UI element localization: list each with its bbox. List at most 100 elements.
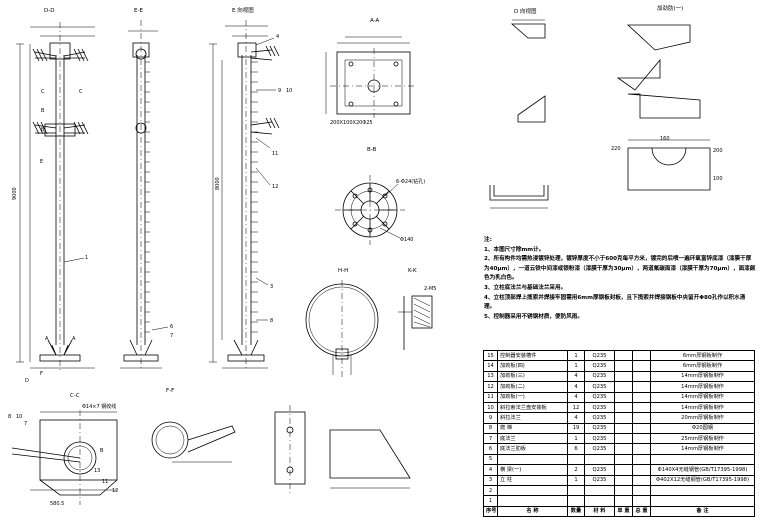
bb-bolt-label: 6-Φ24(钻孔)	[396, 178, 425, 185]
bom-cell	[632, 453, 651, 466]
section-cc: C-C 8 10 7 Φ14×7 钢绞线 13 11 12 B 580.5	[8, 393, 118, 507]
cc-title: C-C	[70, 393, 80, 399]
bom-cell: 19	[567, 422, 585, 435]
bom-cell	[632, 381, 651, 393]
bom-cell	[584, 495, 615, 507]
bom-cell	[650, 495, 755, 507]
bom-row: 1	[483, 495, 755, 507]
bom-cell	[632, 432, 651, 445]
bom-cell: 4	[567, 370, 585, 383]
bom-cell: 14mm厚钢板制作	[650, 381, 755, 393]
bom-cell	[497, 495, 568, 507]
bom-cell: 横 梁(一)	[497, 464, 568, 476]
bom-cell: Q235	[584, 381, 615, 393]
bom-cell: 5	[483, 453, 498, 466]
bom-cell: 加劲板(一)	[497, 391, 568, 403]
ff-title: F-F	[166, 388, 174, 394]
bom-cell: Q235	[584, 349, 615, 362]
d-title: D 向视图	[514, 7, 537, 15]
callout-c: C	[41, 89, 45, 95]
bom-header-cell: 数量	[567, 505, 585, 518]
detail-d: D 向视图 加劲肋(一) 220 160 200 100	[489, 4, 723, 209]
callout-c2: C	[79, 89, 83, 95]
bom-cell	[632, 464, 651, 476]
elev-view-title: E 向视图	[232, 6, 254, 14]
d2-title: 加劲肋(一)	[657, 4, 683, 12]
elev-callout-8: 8	[270, 318, 273, 324]
bb-title: B-B	[367, 147, 377, 153]
bom-cell	[632, 474, 651, 486]
front-view-title: D-D	[44, 8, 54, 14]
note-2: 2、所有构件均需热浸镀锌处理，镀锌厚度不小于600克每平方米，镀完的后喷一遍环氧…	[484, 256, 756, 282]
callout-1: 1	[85, 255, 88, 261]
bom-cell: Q235	[584, 360, 615, 372]
side-callout-7: 7	[170, 333, 173, 339]
bom-cell: 加劲板(四)	[497, 360, 568, 372]
bom-cell: 6mm厚钢板制作	[650, 360, 755, 372]
bom-cell: 4	[567, 412, 585, 424]
bom-cell: Q235	[584, 412, 615, 424]
bom-cell	[632, 495, 651, 507]
bom-cell	[614, 484, 633, 497]
cc-dim: 580.5	[50, 501, 64, 507]
bom-cell: 1	[567, 360, 585, 372]
bom-cell	[614, 443, 633, 455]
callout-b: B	[41, 108, 45, 114]
bom-cell	[614, 432, 633, 445]
bom-cell: 加劲板(二)	[497, 381, 568, 393]
bom-cell: 10	[483, 401, 498, 414]
cc-callout-10: 10	[16, 414, 22, 420]
bom-cell: Q235	[584, 432, 615, 445]
note-4: 4、立柱顶部焊上揽索并焊接牢固需用6mm厚钢板封板，且下揽索并焊接钢板中央留开Φ…	[484, 294, 746, 311]
bom-cell	[497, 453, 568, 466]
section-aa: A-A 200X100X20Φ25	[325, 18, 415, 126]
section-kk: K-K 2-M5	[398, 268, 436, 350]
bom-cell	[614, 360, 633, 372]
bom-cell: 6	[483, 443, 498, 455]
elev-height-dim: 8000	[215, 177, 221, 190]
bom-cell: Q235	[584, 443, 615, 455]
bb-dim: Φ140	[400, 237, 413, 243]
bom-cell: Φ402X12无缝钢管(GB/T17395-1998)	[650, 474, 755, 486]
bom-cell	[614, 412, 633, 424]
bom-cell	[632, 484, 651, 497]
bom-cell: 4	[567, 391, 585, 403]
bom-cell: 9	[483, 412, 498, 424]
bom-cell	[632, 391, 651, 403]
elev-callout-4: 4	[276, 34, 279, 40]
cc-strand: Φ14×7 钢绞线	[82, 403, 116, 410]
bom-cell: Q235	[584, 474, 615, 486]
bom-cell: 12	[567, 401, 585, 414]
bom-cell: Q235	[584, 401, 615, 414]
note-3: 3、立柱底法兰与基础法兰采用。	[484, 284, 567, 291]
bom-header-cell: 总 重	[632, 505, 651, 518]
bom-cell: 底法兰肋板	[497, 443, 568, 455]
bom-header-cell: 名 称	[497, 505, 568, 518]
bom-cell	[632, 370, 651, 383]
bom-cell: 4	[567, 381, 585, 393]
bom-cell	[650, 453, 755, 466]
bom-cell: 25mm厚钢板制作	[650, 432, 755, 445]
detail-bottom	[274, 405, 411, 495]
bom-cell	[584, 453, 615, 466]
callout-e: E	[40, 159, 43, 165]
notes-block: 注: 1、本图尺寸除mm计。 2、所有构件均需热浸镀锌处理，镀锌厚度不小于600…	[484, 236, 756, 322]
elev-callout-3: 3	[270, 284, 273, 290]
bom-cell	[614, 495, 633, 507]
d-dim-2: 160	[660, 136, 670, 142]
section-ff: F-F	[151, 388, 236, 463]
bom-cell	[614, 422, 633, 435]
cc-callout-8: 8	[8, 414, 11, 420]
bom-cell	[567, 495, 585, 507]
bom-cell: 8	[483, 422, 498, 435]
bom-cell: 14mm厚钢板制作	[650, 370, 755, 383]
cc-callout-b: B	[100, 448, 104, 454]
